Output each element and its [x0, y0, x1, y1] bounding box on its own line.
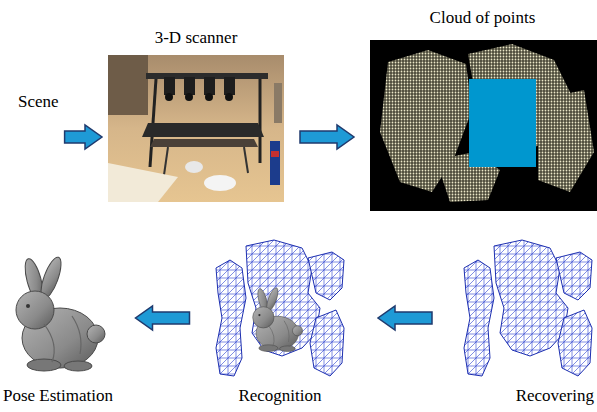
- stage-label: Cloud of points: [430, 8, 536, 27]
- stage-node: 3-D scanner: [106, 28, 286, 204]
- label-holder: Cloud of points: [368, 8, 597, 28]
- flow-arrow: [136, 306, 190, 330]
- bunny-illustration: [4, 254, 106, 378]
- flow-arrow: [378, 306, 432, 330]
- label-holder: Recovering: [455, 386, 597, 406]
- flow-arrow: [300, 125, 354, 149]
- label-holder: Recognition: [205, 386, 355, 406]
- flow-arrow: [65, 125, 102, 149]
- label-holder: 3-D scanner: [106, 28, 286, 48]
- stage-label: Recognition: [238, 386, 321, 405]
- stage-node: Pose Estimation: [0, 250, 120, 408]
- meshbunny-illustration: [212, 238, 347, 380]
- stage-label: Pose Estimation: [3, 386, 113, 405]
- cloud-illustration: [370, 40, 597, 211]
- label-holder: Pose Estimation: [0, 386, 120, 406]
- scanner-illustration: [108, 55, 284, 202]
- stage-label: Recovering: [516, 386, 594, 405]
- stage-label: Scene: [18, 92, 59, 111]
- stage-node: Recovering: [455, 236, 597, 408]
- mesh-illustration: [460, 238, 594, 380]
- stage-node: Scene: [16, 92, 61, 112]
- stage-node: Recognition: [205, 236, 355, 408]
- stage-label: 3-D scanner: [155, 28, 238, 47]
- label-holder: Scene: [16, 92, 61, 112]
- stage-node: Cloud of points: [368, 8, 597, 212]
